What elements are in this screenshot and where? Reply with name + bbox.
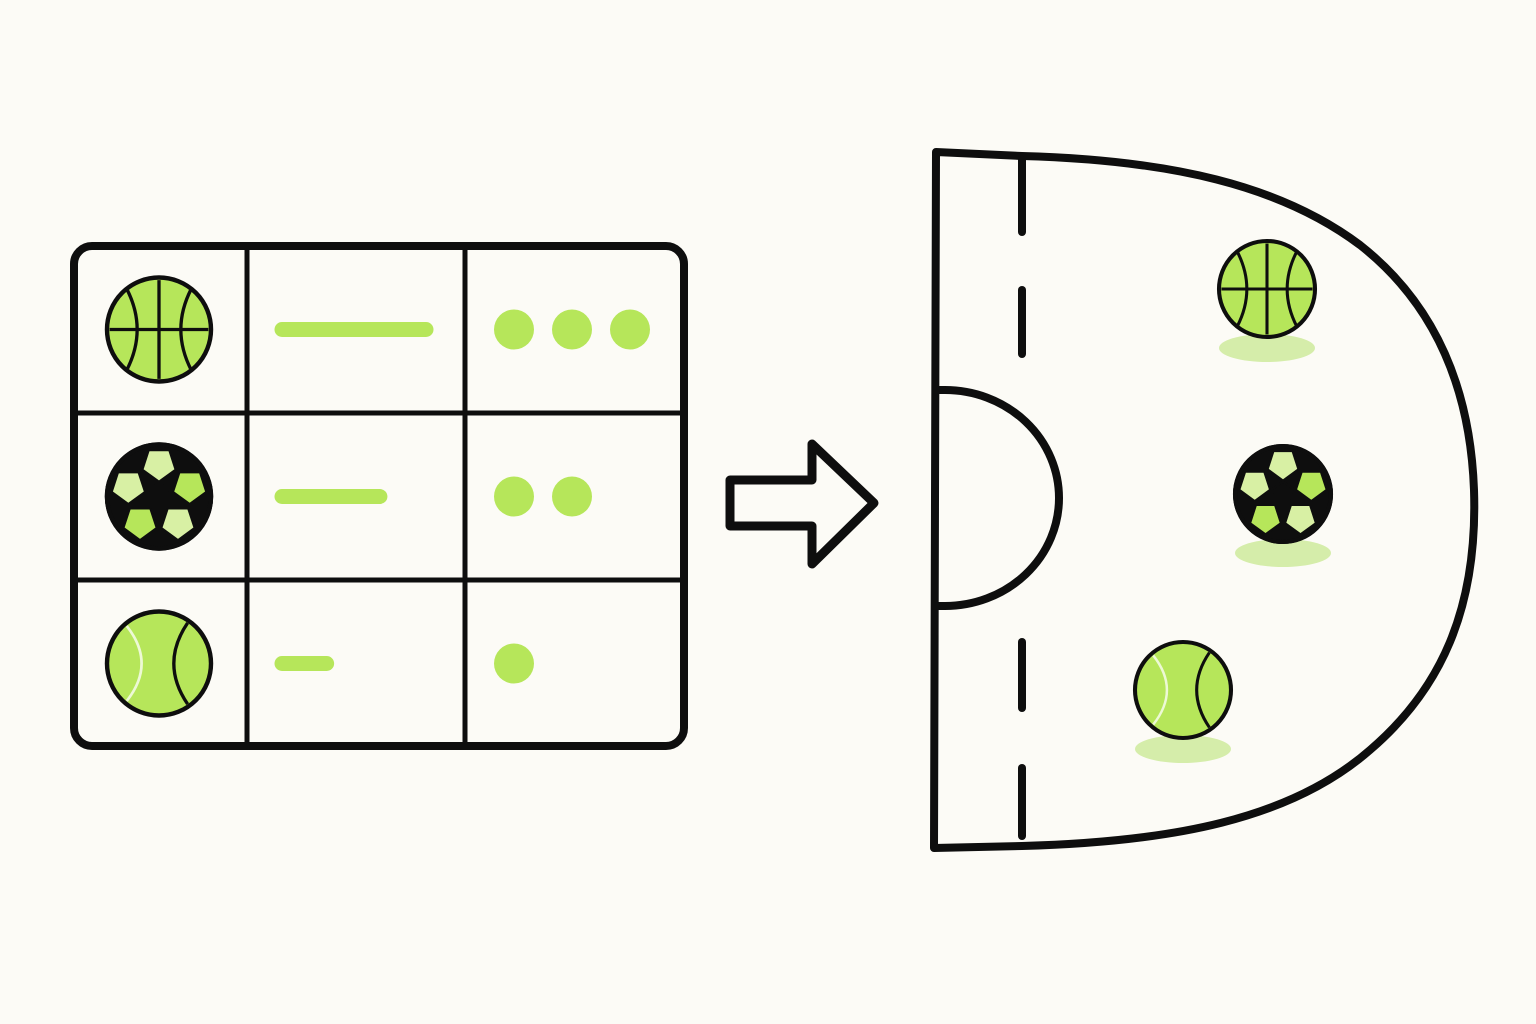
- court-center-arc: [936, 386, 1063, 610]
- basketball-icon: [104, 275, 214, 384]
- table-row: [104, 609, 534, 718]
- value-dot: [552, 476, 592, 517]
- table-row: [104, 275, 650, 384]
- value-dot: [494, 309, 534, 350]
- ball-shadow: [1235, 539, 1331, 567]
- value-dot: [494, 643, 534, 684]
- value-dot: [610, 309, 650, 350]
- ball-shadow: [1135, 735, 1231, 763]
- tennis-ball-icon: [104, 609, 214, 718]
- table-frame: [70, 242, 688, 750]
- soccer-ball-icon: [104, 442, 214, 551]
- value-dot: [552, 309, 592, 350]
- soccer-ball-icon: [1232, 443, 1334, 545]
- half-court-icon: [930, 148, 1479, 852]
- right-arrow-icon: [725, 439, 879, 569]
- table-row: [104, 442, 592, 551]
- court-outline: [930, 148, 1479, 852]
- sports-table: [70, 242, 688, 750]
- value-dot: [494, 476, 534, 517]
- basketball-icon: [1216, 238, 1318, 340]
- ball-shadow: [1219, 334, 1315, 362]
- tennis-ball-icon: [1132, 639, 1234, 741]
